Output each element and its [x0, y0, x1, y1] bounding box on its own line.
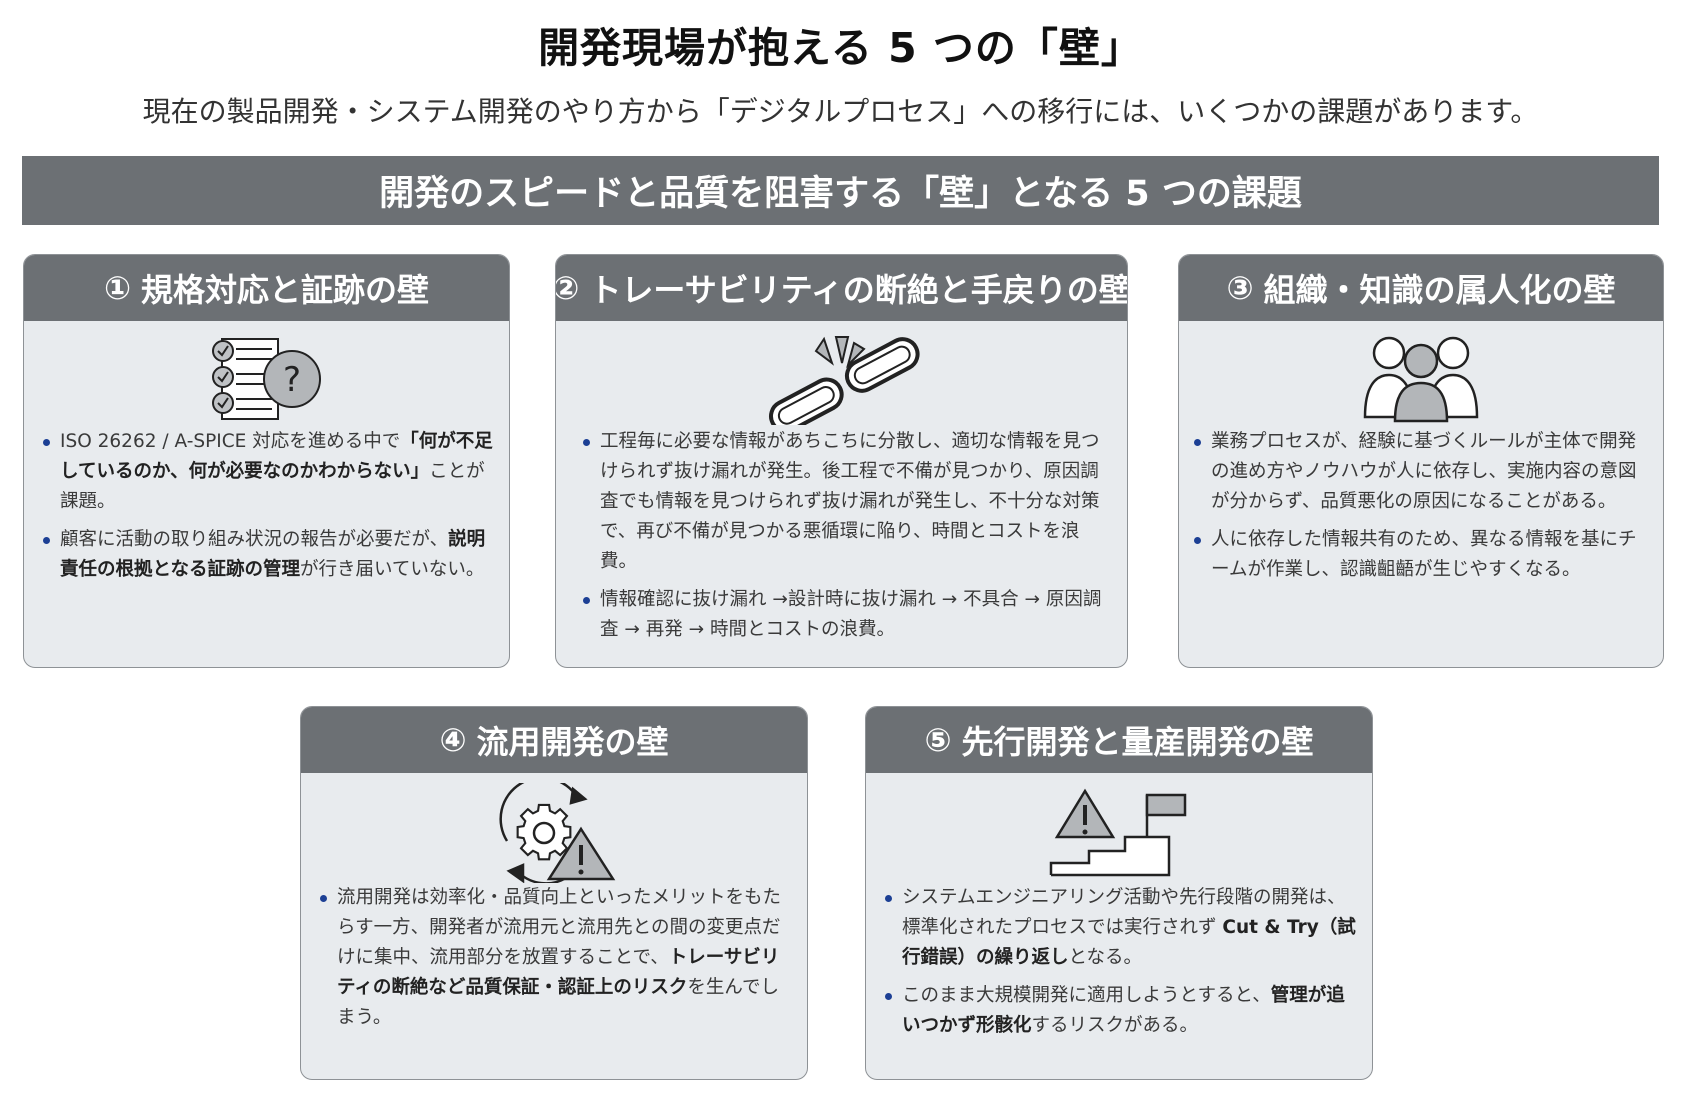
card-title: 組織・知識の属人化の壁 — [1263, 271, 1616, 309]
wall-card-2: ② トレーサビリティの断絶と手戻りの壁 工程毎に必要な情報があちこちに分散し、適… — [555, 254, 1128, 668]
card-title: 規格対応と証跡の壁 — [141, 271, 430, 309]
card-number: ④ — [439, 721, 467, 759]
wall-card-5: ⑤ 先行開発と量産開発の壁 システムエンジニアリング活動や先行段階の開発は、標準… — [865, 706, 1373, 1080]
card-number: ⑤ — [924, 721, 952, 759]
warning-stairs-flag-icon — [866, 787, 1372, 879]
bullet-list: 流用開発は効率化・品質向上といったメリットをもたらす一方、開発者が流用元と流用先… — [319, 883, 794, 1041]
bullet-list: 業務プロセスが、経験に基づくルールが主体で開発の進め方やノウハウが人に依存し、実… — [1193, 427, 1649, 593]
card-title: トレーサビリティの断絶と手戻りの壁 — [589, 271, 1128, 309]
list-item: 情報確認に抜け漏れ →設計時に抜け漏れ → 不具合 → 原因調査 → 再発 → … — [582, 585, 1112, 645]
card-number: ① — [103, 269, 132, 307]
section-banner: 開発のスピードと品質を阻害する「壁」となる 5 つの課題 — [22, 156, 1659, 225]
gear-cycle-warning-icon — [301, 783, 807, 883]
list-item: システムエンジニアリング活動や先行段階の開発は、標準化されたプロセスでは実行され… — [884, 883, 1359, 973]
checklist-question-icon: ? — [24, 333, 509, 423]
list-item: 業務プロセスが、経験に基づくルールが主体で開発の進め方やノウハウが人に依存し、実… — [1193, 427, 1649, 517]
card-header: ④ 流用開発の壁 — [301, 707, 807, 773]
card-header: ① 規格対応と証跡の壁 — [24, 255, 509, 321]
people-group-icon — [1179, 333, 1663, 423]
page-title: 開発現場が抱える 5 つの「壁」 — [538, 24, 1143, 72]
card-header: ⑤ 先行開発と量産開発の壁 — [866, 707, 1372, 773]
list-item: ISO 26262 / A-SPICE 対応を進める中で「何が不足しているのか、… — [42, 427, 497, 517]
list-item: 流用開発は効率化・品質向上といったメリットをもたらす一方、開発者が流用元と流用先… — [319, 883, 794, 1033]
wall-card-1: ① 規格対応と証跡の壁 ? — [23, 254, 510, 668]
list-item: 工程毎に必要な情報があちこちに分散し、適切な情報を見つけられず抜け漏れが発生。後… — [582, 427, 1112, 577]
question-mark: ? — [282, 360, 300, 400]
list-item: 顧客に活動の取り組み状況の報告が必要だが、説明責任の根拠となる証跡の管理が行き届… — [42, 525, 497, 585]
wall-card-3: ③ 組織・知識の属人化の壁 業務プロセスが、経験に基づくルールが主体で開発の進め… — [1178, 254, 1664, 668]
bullet-list: ISO 26262 / A-SPICE 対応を進める中で「何が不足しているのか、… — [42, 427, 497, 593]
wall-card-4: ④ 流用開発の壁 流用開発は効率化・品質向上といったメリットをもたらす一方、開発… — [300, 706, 808, 1080]
card-number: ③ — [1226, 269, 1254, 307]
list-item: このまま大規模開発に適用しようとすると、管理が追いつかず形骸化するリスクがある。 — [884, 981, 1359, 1041]
card-header: ② トレーサビリティの断絶と手戻りの壁 — [556, 255, 1127, 321]
card-title: 流用開発の壁 — [476, 723, 669, 761]
list-item: 人に依存した情報共有のため、異なる情報を基にチームが作業し、認識齟齬が生じやすく… — [1193, 525, 1649, 585]
bullet-list: 工程毎に必要な情報があちこちに分散し、適切な情報を見つけられず抜け漏れが発生。後… — [582, 427, 1112, 653]
card-number: ② — [556, 269, 579, 307]
card-title: 先行開発と量産開発の壁 — [961, 723, 1314, 761]
broken-chain-icon — [556, 333, 1127, 425]
page-subtitle: 現在の製品開発・システム開発のやり方から「デジタルプロセス」への移行には、いくつ… — [142, 95, 1539, 128]
bullet-list: システムエンジニアリング活動や先行段階の開発は、標準化されたプロセスでは実行され… — [884, 883, 1359, 1049]
card-header: ③ 組織・知識の属人化の壁 — [1179, 255, 1663, 321]
